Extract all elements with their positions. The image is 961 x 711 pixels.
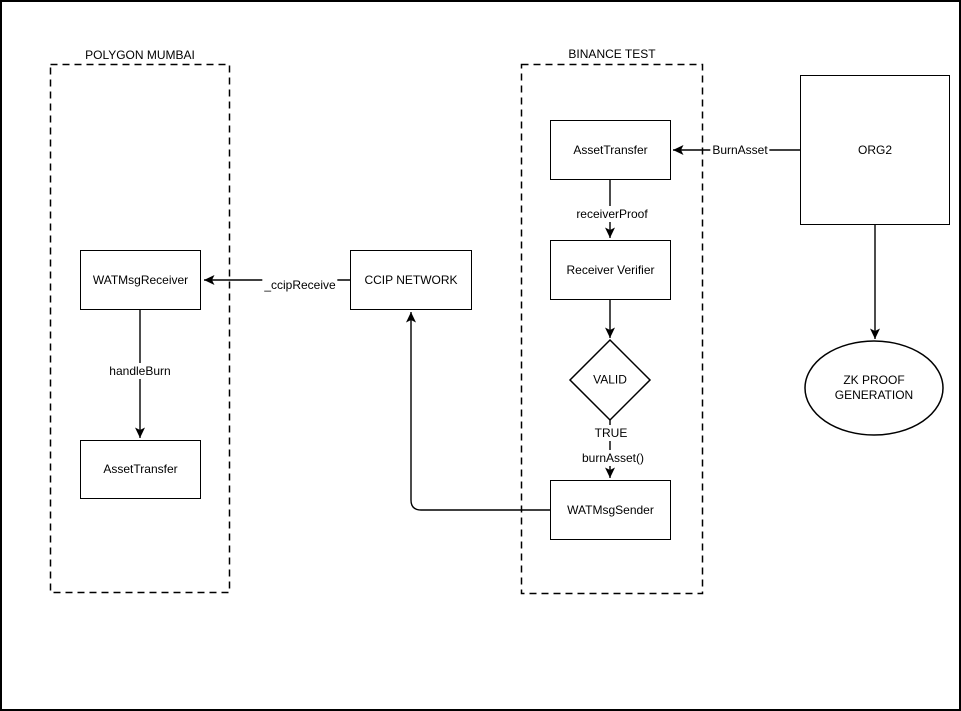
node-org2-label: ORG2	[857, 142, 892, 157]
node-asset-transfer-binance-label: AssetTransfer	[573, 142, 648, 157]
edge-sender-to-ccip-arrow	[406, 312, 550, 511]
node-valid-diamond	[568, 338, 652, 422]
edge-label-receiverproof: receiverProof	[574, 206, 650, 222]
node-asset-transfer-binance: AssetTransfer	[550, 120, 671, 180]
node-watmsg-receiver: WATMsgReceiver	[80, 250, 201, 310]
node-watmsg-sender-label: WATMsgSender	[567, 502, 654, 517]
node-receiver-verifier: Receiver Verifier	[550, 240, 671, 300]
polygon-mumbai-container	[49, 63, 231, 594]
node-org2: ORG2	[800, 75, 950, 225]
node-asset-transfer-mumbai-label: AssetTransfer	[103, 462, 178, 477]
node-zk-proof-ellipse	[804, 340, 944, 436]
node-watmsg-sender: WATMsgSender	[550, 480, 671, 540]
node-receiver-verifier-label: Receiver Verifier	[566, 262, 655, 277]
node-ccip-network: CCIP NETWORK	[350, 250, 472, 310]
polygon-mumbai-title: POLYGON MUMBAI	[85, 48, 195, 62]
node-valid-label: VALID	[593, 372, 627, 387]
binance-test-title: BINANCE TEST	[568, 47, 656, 61]
edge-label-ccipreceive: _ccipReceive	[262, 277, 338, 293]
binance-test-container	[520, 63, 704, 595]
edge-label-handleburn: handleBurn	[107, 363, 173, 379]
edge-label-burnasset: BurnAsset	[710, 142, 770, 158]
edge-label-true: TRUE	[592, 425, 630, 441]
edge-label-burnasset-fn: burnAsset()	[579, 450, 647, 466]
node-asset-transfer-mumbai: AssetTransfer	[80, 440, 201, 499]
node-zk-proof-label: ZK PROOF GENERATION	[834, 373, 914, 402]
node-ccip-network-label: CCIP NETWORK	[364, 272, 458, 287]
node-watmsg-receiver-label: WATMsgReceiver	[92, 272, 189, 287]
